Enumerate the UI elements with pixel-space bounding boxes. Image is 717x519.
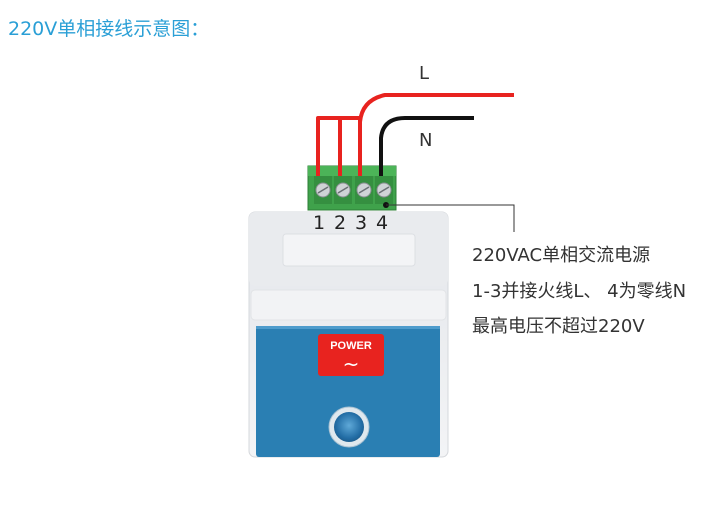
terminal-label-1: 1	[312, 212, 326, 234]
description-line-2: 1-3并接火线L、 4为零线N	[472, 281, 687, 302]
terminal-label-3: 3	[354, 212, 368, 234]
description-line-1: 220VAC单相交流电源	[472, 245, 651, 266]
power-button	[328, 406, 370, 448]
neutral-wire-label: N	[419, 130, 433, 151]
front-panel	[256, 326, 440, 457]
leader-line	[383, 202, 515, 232]
power-badge	[318, 334, 384, 376]
terminal-label-2: 2	[333, 212, 347, 234]
live-wire	[316, 93, 514, 176]
description-line-3: 最高电压不超过220V	[472, 316, 645, 337]
power-label: POWER	[330, 340, 372, 352]
diagram-title: 220V单相接线示意图：	[8, 18, 210, 40]
terminal-screws	[315, 182, 392, 198]
neutral-wire	[379, 116, 474, 176]
ac-symbol-icon: ~	[342, 352, 360, 376]
terminal-label-4: 4	[375, 212, 389, 234]
live-wire-label: L	[419, 63, 430, 84]
